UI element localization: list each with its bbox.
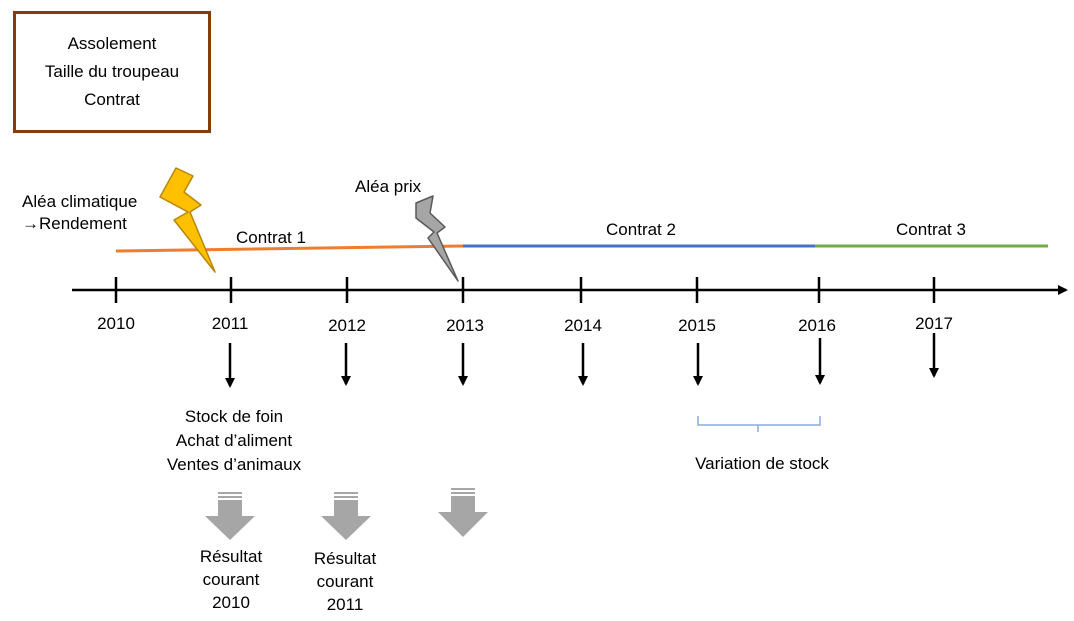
climate-event-title: Aléa climatique — [22, 192, 138, 211]
contract-2-label: Contrat 2 — [606, 220, 676, 239]
block-arrow-3 — [438, 488, 488, 537]
climate-event-effect: →Rendement — [22, 214, 127, 233]
block-arrow-2 — [321, 492, 371, 540]
stock-list-item: Stock de foin — [184, 407, 284, 426]
stock-list-item: Ventes d’animaux — [166, 455, 302, 474]
context-box-line: Assolement — [67, 34, 157, 53]
stock-list-item: Achat d’aliment — [175, 431, 293, 450]
arrow-glyph: → — [22, 214, 39, 233]
climate-event-label: Aléa climatique →Rendement — [22, 191, 137, 235]
year-label-2012: 2012 — [328, 316, 366, 335]
year-label-2010: 2010 — [97, 314, 135, 333]
context-box-line: Contrat — [84, 90, 140, 109]
block-arrow-1 — [205, 492, 255, 540]
context-box: Assolement Taille du troupeau Contrat — [13, 11, 211, 133]
year-label-2014: 2014 — [564, 316, 602, 335]
contract-3-label: Contrat 3 — [896, 220, 966, 239]
year-label-2015: 2015 — [678, 316, 716, 335]
stock-list: Stock de foin Achat d’aliment Ventes d’a… — [167, 405, 301, 477]
price-event-label: Aléa prix — [355, 177, 422, 196]
climate-lightning-icon — [159, 167, 216, 273]
year-down-arrows — [225, 333, 939, 388]
year-label-2016: 2016 — [798, 316, 836, 335]
result-2011-label: Résultat courant 2011 — [313, 549, 377, 614]
price-lightning-icon — [415, 195, 459, 282]
contract-1-label: Contrat 1 — [236, 228, 306, 247]
contract-1-line — [115, 244, 464, 253]
year-label-2011: 2011 — [211, 314, 249, 333]
year-label-2017: 2017 — [915, 314, 953, 333]
result-2010-label: Résultat courant 2010 — [199, 547, 263, 612]
stock-variation-label: Variation de stock — [695, 454, 829, 473]
year-label-2013: 2013 — [446, 316, 484, 335]
context-box-line: Taille du troupeau — [44, 62, 180, 81]
stock-variation-brace — [697, 416, 821, 432]
year-ticks — [114, 277, 936, 303]
